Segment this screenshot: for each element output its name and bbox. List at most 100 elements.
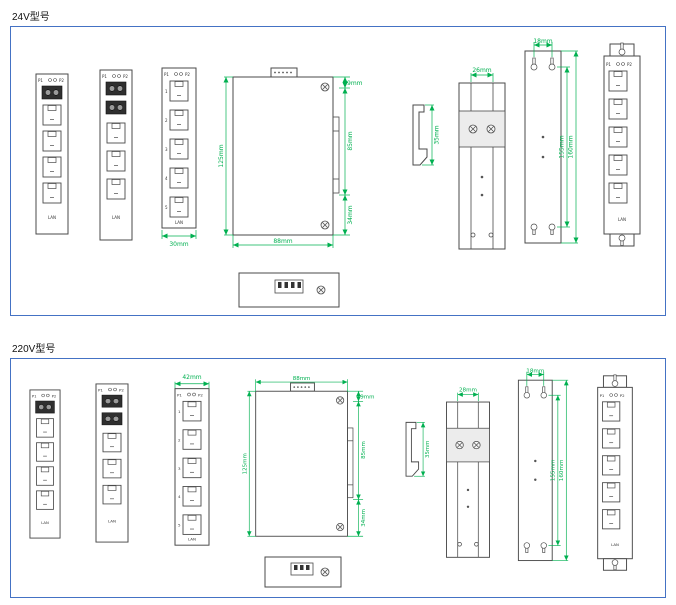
front-view-fiber2-24v: P1 P2 LAN <box>99 69 133 241</box>
port-number: 5 <box>165 205 168 210</box>
dim-din-lower: 34mm <box>347 205 354 224</box>
screw-icon <box>336 396 345 405</box>
din-rail-clip <box>332 116 340 194</box>
rj45-port-icon <box>106 150 126 172</box>
port-number: 2 <box>178 438 181 443</box>
led-label-p1: P1 <box>98 388 104 393</box>
dim-din-offset: 9mm <box>360 395 374 401</box>
front-view-5port-220v: 42mm P1 P2 1 2 3 4 5 LAN <box>174 374 210 546</box>
rj45-port-icon <box>36 466 54 486</box>
fiber-port-icon <box>105 100 127 115</box>
rj45-port-icon <box>36 442 54 462</box>
rj45-port-icon <box>182 514 202 535</box>
led-label-p1: P1 <box>32 394 37 398</box>
lan-label: LAN <box>175 220 183 225</box>
rj45-port-icon <box>106 178 126 200</box>
rj45-port-icon <box>102 484 122 505</box>
fiber-port-icon <box>101 394 123 408</box>
led-label-p1: P1 <box>606 62 611 67</box>
rear-view-220v: 28mm <box>446 388 490 558</box>
rj45-port-icon <box>169 196 189 218</box>
led-label-p2: P2 <box>123 74 128 79</box>
led-label-p2: P2 <box>52 394 57 398</box>
rj45-port-icon <box>169 109 189 131</box>
port-number: 1 <box>178 409 181 414</box>
rj45-port-icon <box>602 401 621 422</box>
led-label-p2: P2 <box>627 62 632 67</box>
rj45-port-icon <box>42 104 62 126</box>
dim-din-lower: 34mm <box>361 509 367 527</box>
port-number: 3 <box>178 466 181 471</box>
frame-220v: P1 P2 LAN P1 P2 LAN 42mm P1 P2 <box>10 358 666 598</box>
rj45-port-icon <box>169 167 189 189</box>
rj45-port-icon <box>36 490 54 510</box>
side-view-24v: 125mm 88mm 9mm 85mm 34mm <box>218 67 363 248</box>
led-label-p1: P1 <box>164 72 169 77</box>
rj45-port-icon <box>169 80 189 102</box>
screw-icon <box>468 124 478 134</box>
led-label-p1: P1 <box>102 74 107 79</box>
side-view-220v: 125mm 88mm 9mm 85mm 34mm <box>243 376 375 537</box>
terminal-block <box>274 279 304 294</box>
fiber-port-icon <box>101 412 123 426</box>
rj45-port-icon <box>182 486 202 507</box>
lan-label: LAN <box>618 217 626 222</box>
lan-label: LAN <box>41 521 49 525</box>
led-label-p1: P1 <box>38 78 43 83</box>
dim-plate-hole-gap: 18mm <box>533 38 552 45</box>
dim-din-span: 85mm <box>347 131 354 150</box>
screw-icon <box>336 523 345 532</box>
dim-clip-height: 35mm <box>434 125 441 144</box>
dim-plate-hole-gap: 18mm <box>526 369 544 375</box>
led-label-p1: P1 <box>177 393 182 398</box>
rj45-port-icon <box>42 156 62 178</box>
front-view-5port-24v: P1 P2 1 2 3 4 5 LAN 30mm <box>161 67 197 248</box>
din-clip-detail-24v: 35mm <box>412 104 441 166</box>
rj45-port-icon <box>608 154 628 176</box>
lan-label: LAN <box>112 215 120 220</box>
din-clip-detail-220v: 35mm <box>405 421 431 477</box>
port-number: 2 <box>165 118 168 123</box>
port-number: 5 <box>178 523 181 528</box>
screw-icon <box>486 124 496 134</box>
bottom-view-24v <box>238 272 340 308</box>
rj45-port-icon <box>608 98 628 120</box>
dim-plate-height: 160mm <box>568 135 575 158</box>
rj45-port-icon <box>169 138 189 160</box>
section-title-220v: 220V型号 <box>12 344 56 355</box>
dim-din-span: 85mm <box>361 441 367 459</box>
fiber-port-icon <box>105 81 127 96</box>
rj45-port-icon <box>42 130 62 152</box>
port-number: 3 <box>165 147 168 152</box>
led-label-p2: P2 <box>59 78 64 83</box>
rj45-port-icon <box>102 432 122 453</box>
rj45-port-icon <box>42 182 62 204</box>
led-label-p2: P2 <box>119 388 125 393</box>
dim-body-height: 125mm <box>218 144 225 167</box>
rj45-port-icon <box>102 458 122 479</box>
screw-icon <box>455 440 464 450</box>
rear-view-24v: 26mm <box>458 67 506 250</box>
rj45-port-icon <box>106 122 126 144</box>
port-number: 4 <box>165 176 168 181</box>
rj45-port-icon <box>602 482 621 503</box>
terminal-block <box>290 562 314 576</box>
fiber-port-icon <box>35 400 55 414</box>
front-view-fiber2-220v: P1 P2 LAN <box>95 383 129 543</box>
screw-icon <box>472 440 481 450</box>
ground-screw-icon <box>320 567 330 577</box>
led-label-p2: P2 <box>185 72 190 77</box>
rj45-port-icon <box>36 418 54 438</box>
dim-plate-height: 160mm <box>559 460 565 482</box>
fiber-port-icon <box>41 85 63 100</box>
dim-din-offset: 9mm <box>347 80 363 87</box>
frame-24v: P1 P2 LAN P1 P2 LAN P1 P2 1 2 3 4 <box>10 26 666 316</box>
dim-body-width: 88mm <box>293 376 311 382</box>
rj45-port-icon <box>608 126 628 148</box>
dim-rail-width: 26mm <box>472 67 491 74</box>
dim-plate-hole-span: 155mm <box>559 135 566 158</box>
front-view-eared-220v: P1 P2 LAN <box>597 374 633 571</box>
dim-front-width: 42mm <box>182 374 202 381</box>
rj45-port-icon <box>602 455 621 476</box>
ground-screw-icon <box>316 285 326 295</box>
